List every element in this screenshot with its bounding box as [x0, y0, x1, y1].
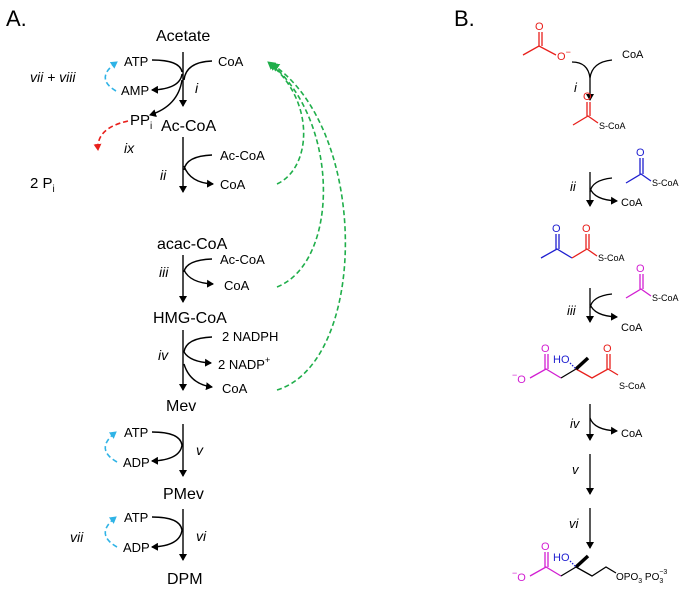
reaction-step-ii — [179, 137, 214, 193]
step-i-coa: CoA — [218, 54, 244, 69]
step-i-atp: ATP — [124, 54, 148, 69]
reaction-step-iii — [179, 255, 214, 303]
pi-product: 2 Pi — [30, 175, 55, 195]
b-step-ii — [586, 172, 618, 207]
product-o-minus: −O — [512, 568, 526, 584]
acac-tail: S-CoA — [598, 253, 625, 263]
product-ho: HO — [553, 552, 570, 564]
reaction-step-i — [149, 52, 213, 117]
step-vi-regen-arc — [104, 516, 118, 548]
metabolite-ac-coa: Ac-CoA — [161, 118, 216, 135]
structure-acetate — [522, 32, 557, 56]
ppi-hydrolysis-arrow — [93, 120, 129, 151]
step-v-regen-arc — [104, 431, 118, 463]
b-step-iii-tail: S-CoA — [652, 293, 679, 303]
coa-recycle-from-iii — [269, 62, 325, 288]
acac-o1: O — [552, 223, 561, 235]
atp-incoming-arc — [151, 59, 183, 73]
reaction-step-v — [151, 424, 187, 477]
step-i-numeral: i — [195, 80, 199, 96]
step-iv-numeral: iv — [158, 347, 169, 363]
b-step-i-numeral: i — [574, 80, 578, 95]
step-ii-out: CoA — [220, 177, 246, 192]
structure-product — [529, 552, 617, 577]
acetate-o-top: O — [535, 21, 544, 33]
step-v-numeral: v — [196, 442, 204, 458]
metabolite-acac-coa: acac-CoA — [157, 236, 228, 253]
b-step-ii-numeral: ii — [570, 179, 577, 194]
reaction-step-vi — [151, 509, 187, 561]
ppi-outgoing-arc — [149, 79, 183, 117]
panel-a: A. Acetate Ac-CoA acac-CoA HMG-CoA Mev P… — [6, 6, 347, 588]
reaction-step-iv — [179, 330, 213, 391]
coa-recycle-arrows — [267, 61, 347, 391]
step-iii-numeral: iii — [159, 264, 169, 280]
b-step-iv-numeral: iv — [570, 416, 581, 431]
metabolite-dpm: DPM — [167, 571, 203, 588]
coa-recycle-from-ii — [267, 61, 305, 185]
structure-acetyl-coa-blue — [625, 158, 652, 184]
hmg-tail: S-CoA — [619, 381, 646, 391]
acetyl-coa-tail: S-CoA — [599, 121, 626, 131]
hmg-ho: HO — [553, 354, 570, 366]
b-step-ii-o: O — [636, 147, 645, 159]
panel-b-label: B. — [454, 6, 475, 31]
panel-a-label: A. — [6, 6, 27, 31]
b-step-i — [571, 59, 613, 101]
structure-acac-coa — [540, 234, 598, 259]
hmg-o-right: O — [603, 343, 612, 355]
structure-acetyl-coa-magenta — [625, 274, 652, 299]
amp-outgoing-arc — [151, 73, 183, 94]
metabolite-pmev: PMev — [163, 486, 204, 503]
step-iv-coa: CoA — [222, 381, 248, 396]
b-step-iv-out: CoA — [621, 428, 643, 440]
product-o-top: O — [541, 541, 550, 553]
step-ii-in: Ac-CoA — [220, 148, 265, 163]
structure-acetyl-coa — [572, 102, 599, 126]
panel-b: B. O O− CoA i O S-CoA — [454, 6, 679, 585]
step-iv-nadph: 2 NADPH — [222, 329, 278, 344]
b-step-iii-out: CoA — [621, 322, 643, 334]
b-step-v-numeral: v — [572, 462, 580, 477]
step-vi-adp: ADP — [123, 540, 150, 555]
step-i-regen-label: vii + viii — [30, 69, 76, 85]
b-step-iii-numeral: iii — [567, 303, 577, 318]
b-step-iii — [586, 288, 618, 323]
acetate-o-minus: O− — [557, 47, 571, 63]
step-i-ppi: PPi — [130, 112, 152, 132]
step-iv-nadp: 2 NADP+ — [218, 355, 270, 372]
b-step-i-coa: CoA — [622, 49, 644, 61]
hmg-o-top: O — [541, 343, 550, 355]
coa-incoming-arc — [183, 60, 213, 81]
step-vi-numeral: vi — [196, 528, 207, 544]
step-vi-regen-label: vii — [70, 529, 84, 545]
b-step-vi-numeral: vi — [569, 516, 580, 531]
b-step-ii-tail: S-CoA — [652, 178, 679, 188]
b-step-ii-out: CoA — [621, 197, 643, 209]
product-phosphate-tail: OPO3 PO3−3 — [616, 569, 667, 585]
metabolite-mev: Mev — [166, 398, 196, 415]
b-step-iii-o: O — [636, 263, 645, 275]
step-ix-numeral: ix — [124, 140, 135, 156]
step-i-amp: AMP — [121, 83, 149, 98]
metabolite-hmg-coa: HMG-CoA — [153, 310, 227, 327]
step-iii-out: CoA — [224, 278, 250, 293]
coa-recycle-from-iv — [271, 63, 347, 391]
structure-hmg-coa — [529, 354, 619, 379]
step-v-atp: ATP — [124, 425, 148, 440]
acac-o2: O — [582, 223, 591, 235]
step-iii-in: Ac-CoA — [220, 252, 265, 267]
step-vi-atp: ATP — [124, 510, 148, 525]
atp-regen-arc — [104, 61, 118, 92]
step-ii-numeral: ii — [160, 167, 167, 183]
hmg-o-minus: −O — [512, 370, 526, 386]
step-v-adp: ADP — [123, 455, 150, 470]
metabolite-acetate: Acetate — [156, 28, 210, 45]
b-step-iv — [586, 404, 618, 441]
acetyl-coa-o: O — [583, 91, 592, 103]
